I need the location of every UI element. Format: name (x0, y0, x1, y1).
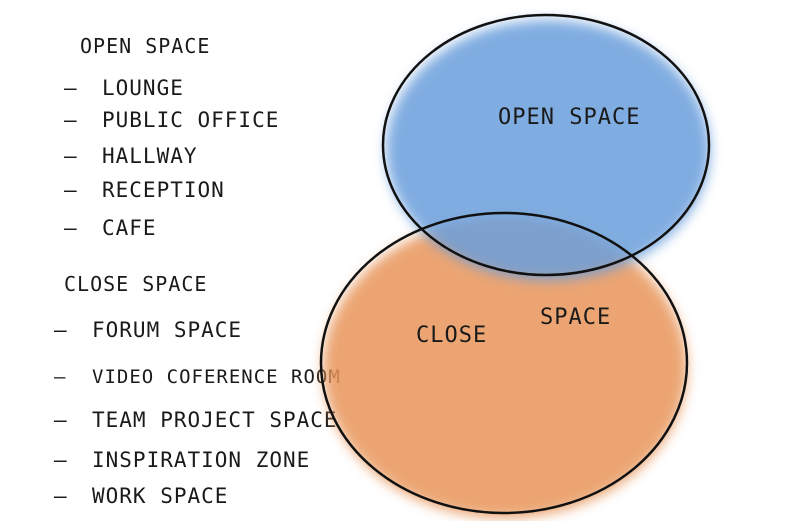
space-label: SPACE (540, 305, 611, 330)
dash-icon: — (54, 408, 68, 432)
dash-icon: — (54, 366, 67, 388)
dash-icon: — (64, 108, 78, 132)
dash-icon: — (64, 216, 78, 240)
list-item-label: TEAM PROJECT SPACE (92, 408, 338, 432)
open-space-circle (381, 13, 711, 277)
list-item-label: HALLWAY (102, 144, 198, 168)
list-item: — HALLWAY (64, 144, 198, 168)
open-space-heading: OPEN SPACE (80, 34, 211, 58)
close-label: CLOSE (416, 323, 487, 348)
list-item: — WORK SPACE (54, 484, 228, 508)
list-item: — PUBLIC OFFICE (64, 108, 279, 132)
list-item-label: FORUM SPACE (92, 318, 243, 342)
open-space-label: OPEN SPACE (498, 105, 640, 130)
list-item-label: CAFE (102, 216, 157, 240)
list-item-label: RECEPTION (102, 178, 225, 202)
dash-icon: — (54, 484, 68, 508)
dash-icon: — (64, 76, 78, 100)
dash-icon: — (54, 318, 68, 342)
list-item-label: PUBLIC OFFICE (102, 108, 280, 132)
list-item: — LOUNGE (64, 76, 184, 100)
list-item-label: INSPIRATION ZONE (92, 448, 311, 472)
close-space-fill (323, 218, 687, 518)
dash-icon: — (64, 144, 78, 168)
list-item: — CAFE (64, 216, 157, 240)
list-item: — FORUM SPACE (54, 318, 242, 342)
list-item-label: WORK SPACE (92, 484, 229, 508)
dash-icon: — (54, 448, 68, 472)
list-item-label: LOUNGE (102, 76, 184, 100)
list-item: — INSPIRATION ZONE (54, 448, 310, 472)
close-space-circle (319, 211, 689, 515)
dash-icon: — (64, 178, 78, 202)
space-list: OPEN SPACE — LOUNGE — PUBLIC OFFICE — HALLW… (0, 0, 340, 521)
list-item-label: VIDEO COFERENCE ROOM (92, 366, 341, 388)
list-item: — TEAM PROJECT SPACE (54, 408, 338, 432)
list-item: — VIDEO COFERENCE ROOM (54, 366, 341, 388)
close-space-heading: CLOSE SPACE (64, 272, 208, 296)
list-item: — RECEPTION (64, 178, 225, 202)
